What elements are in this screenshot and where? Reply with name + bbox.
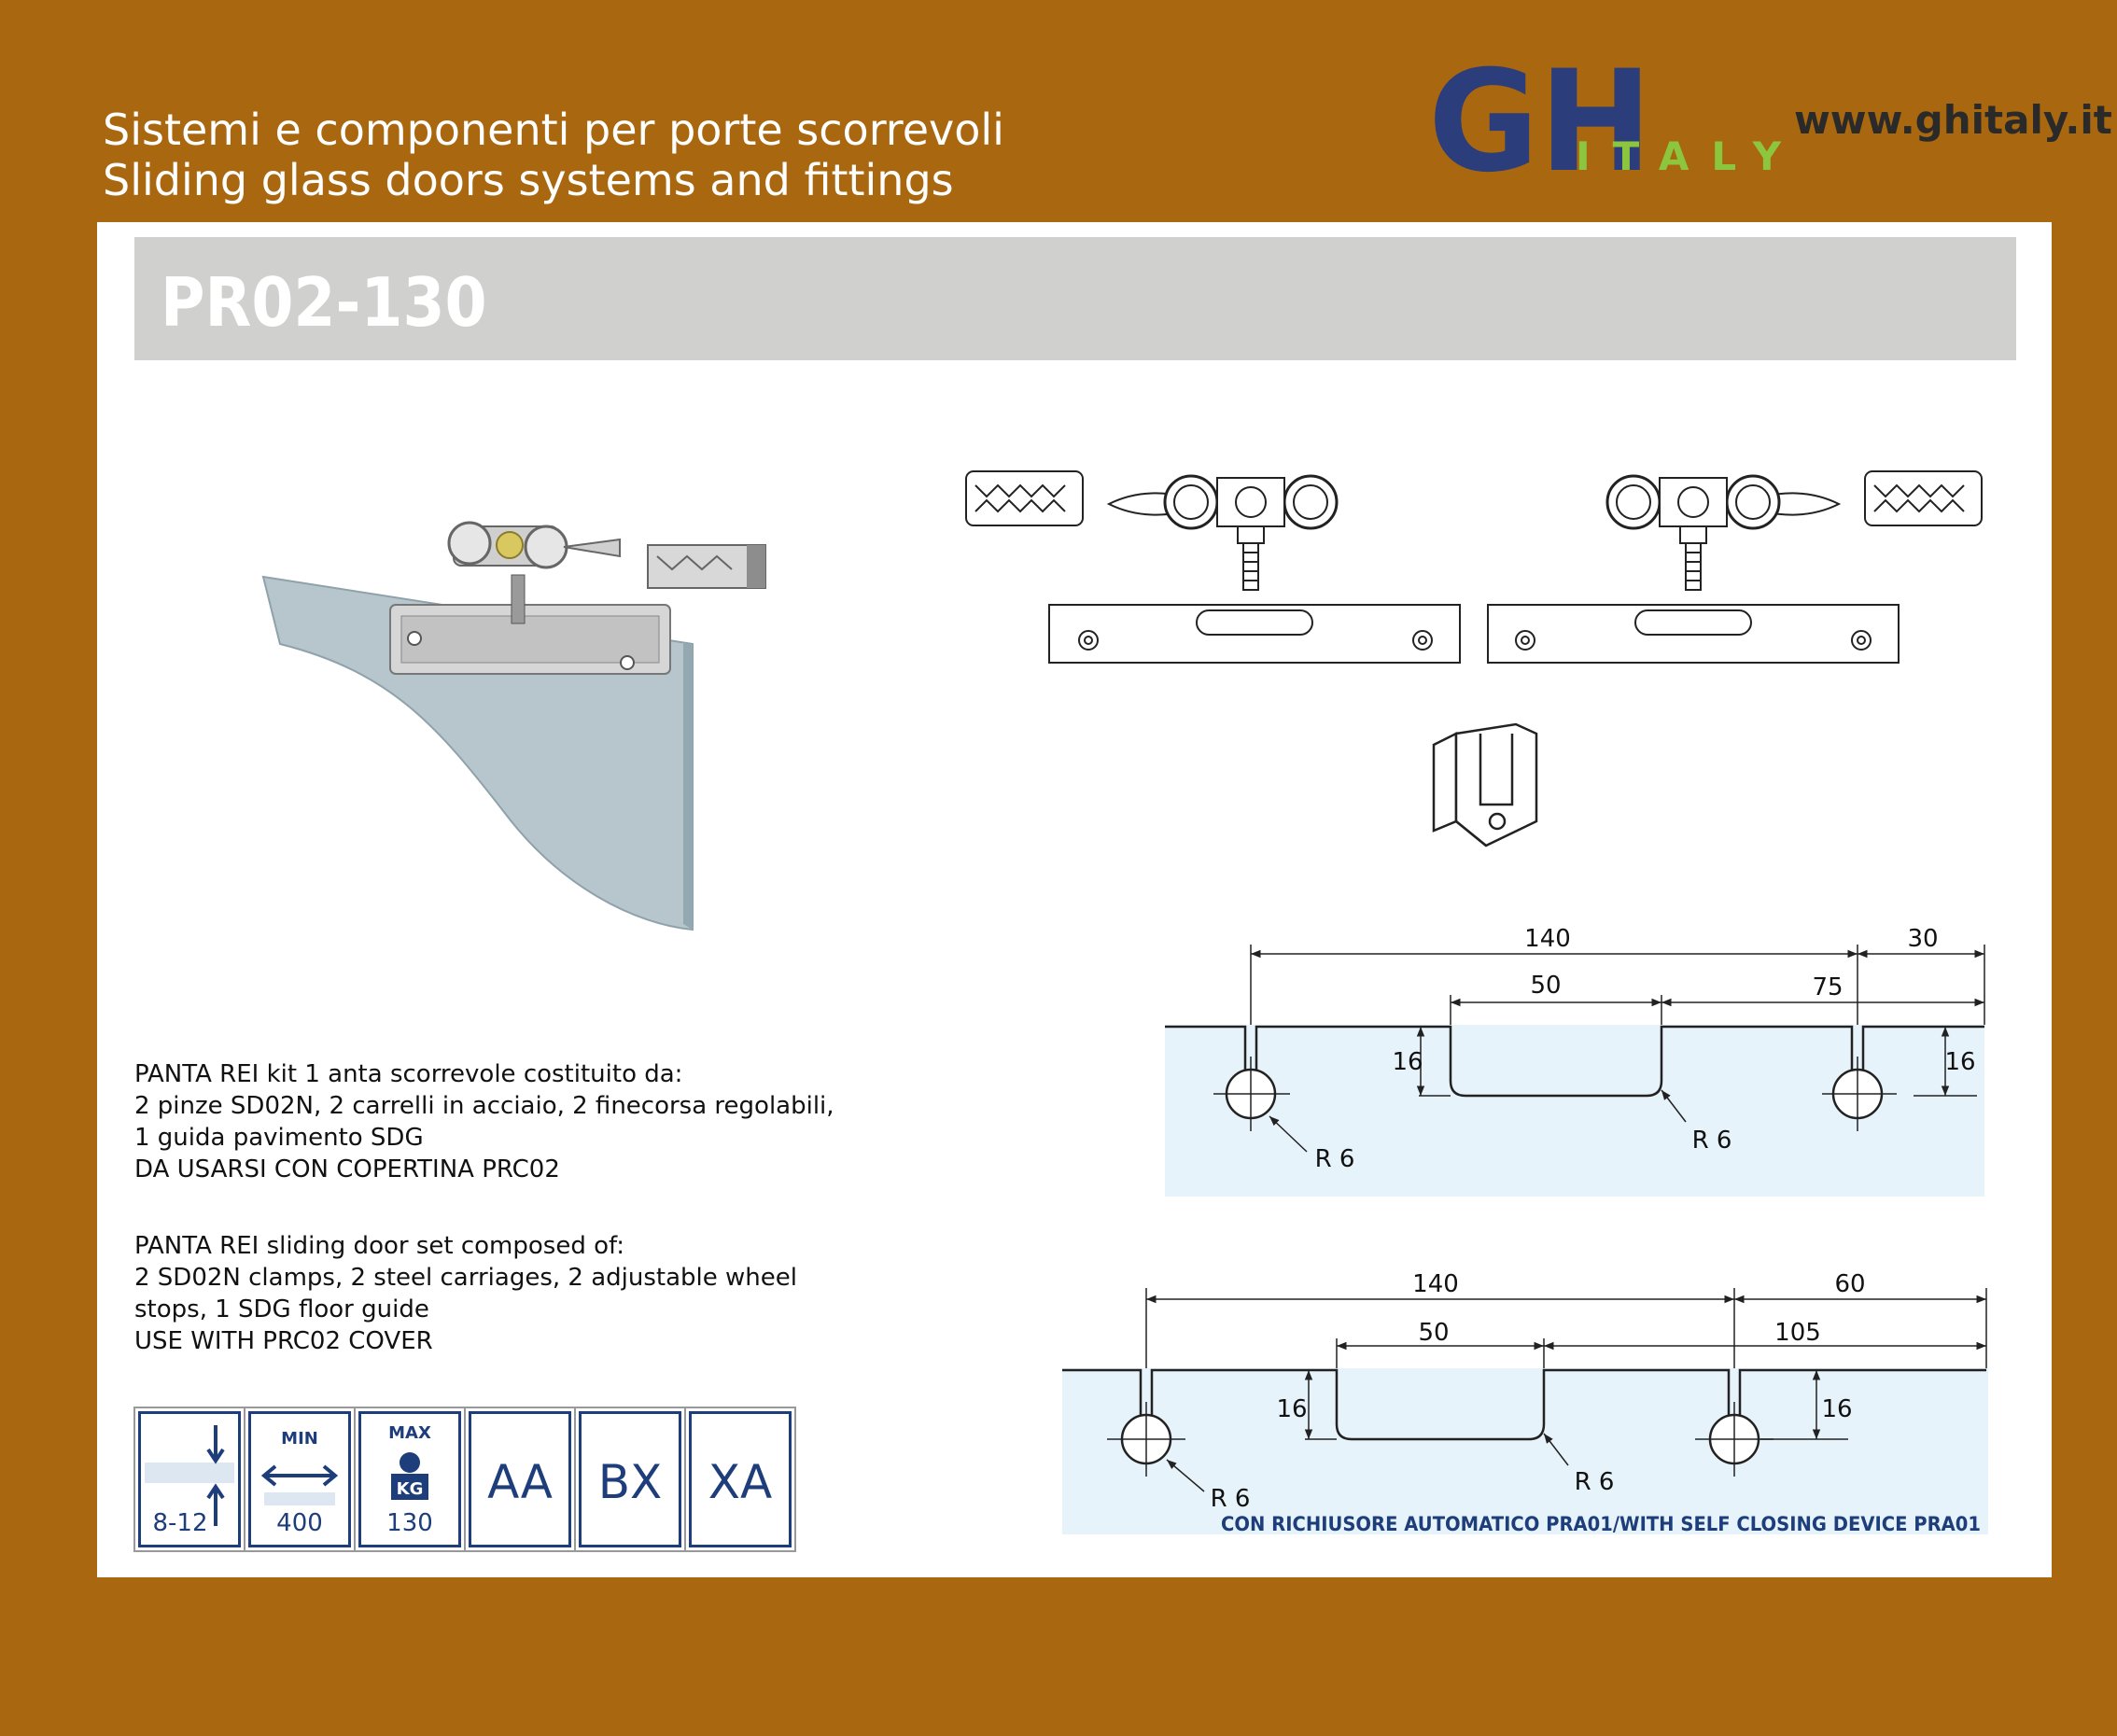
content-panel	[97, 222, 2052, 1577]
dim-depth-left-2: 16	[1276, 1395, 1307, 1423]
carriage-set-left	[965, 470, 1461, 664]
dim-depth-right-2: 16	[1821, 1395, 1852, 1423]
wheel-stop-image	[647, 544, 766, 589]
radius-left-2: R 6	[1211, 1485, 1251, 1513]
dim-end-2: 60	[1834, 1270, 1865, 1298]
glass-thickness-value: 8-12	[152, 1509, 208, 1537]
gh-italy-logo: GH ITALY	[1428, 60, 1782, 181]
description-english: PANTA REI sliding door set composed of: …	[134, 1232, 797, 1355]
radius-right-1: R 6	[1692, 1127, 1732, 1155]
dim-right-1: 75	[1812, 973, 1843, 1001]
min-label: MIN	[281, 1429, 318, 1449]
dim-depth-left-1: 16	[1392, 1048, 1423, 1076]
max-weight-icon: MAX KG 130	[354, 1407, 466, 1552]
floor-guide-drawing	[1432, 722, 1538, 847]
max-label: MAX	[388, 1423, 431, 1443]
header-title-english: Sliding glass doors systems and fittings	[103, 155, 954, 205]
carriage-set-right	[1487, 470, 1983, 664]
code-aa-tile: AA	[464, 1407, 576, 1552]
dim-end-1: 30	[1907, 925, 1938, 953]
website-url[interactable]: www.ghitaly.it	[1794, 97, 2112, 143]
code-xa: XA	[708, 1455, 773, 1509]
dim-right-2: 105	[1774, 1319, 1821, 1347]
dim-total-2: 140	[1412, 1270, 1459, 1298]
product-code-title: PR02-130	[161, 263, 487, 342]
dim-cut-2: 50	[1418, 1319, 1449, 1347]
glass-cutout-drawing-1: 140 30 50 75 16 16 R 6 R 6	[1165, 925, 1985, 1197]
radius-right-2: R 6	[1575, 1468, 1615, 1496]
min-width-value: 400	[276, 1509, 323, 1537]
carriage-image	[447, 521, 621, 569]
logo-main-text: GH	[1428, 60, 1652, 181]
description-italian: PANTA REI kit 1 anta scorrevole costitui…	[134, 1060, 834, 1183]
title-bar	[134, 237, 2016, 360]
code-bx-tile: BX	[574, 1407, 686, 1552]
dim-cut-1: 50	[1530, 972, 1561, 1000]
code-xa-tile: XA	[684, 1407, 796, 1552]
dim-total-1: 140	[1524, 925, 1571, 953]
radius-left-1: R 6	[1315, 1145, 1355, 1173]
code-aa: AA	[487, 1455, 553, 1509]
dim-depth-right-1: 16	[1944, 1048, 1975, 1076]
glass-thickness-icon: 8-12	[133, 1407, 245, 1552]
self-closing-note: CON RICHIUSORE AUTOMATICO PRA01/WITH SEL…	[1221, 1513, 1981, 1535]
min-width-icon: MIN 400	[244, 1407, 356, 1552]
header-title-italian: Sistemi e componenti per porte scorrevol…	[103, 105, 1004, 155]
kg-label: KG	[397, 1479, 424, 1499]
max-weight-value: 130	[386, 1509, 433, 1537]
code-bx: BX	[597, 1455, 663, 1509]
glass-cutout-drawing-2: 140 60 50 105 16 16 R 6 R 6 CON RICHIUSO…	[1062, 1270, 1988, 1535]
product-illustration	[261, 521, 766, 931]
